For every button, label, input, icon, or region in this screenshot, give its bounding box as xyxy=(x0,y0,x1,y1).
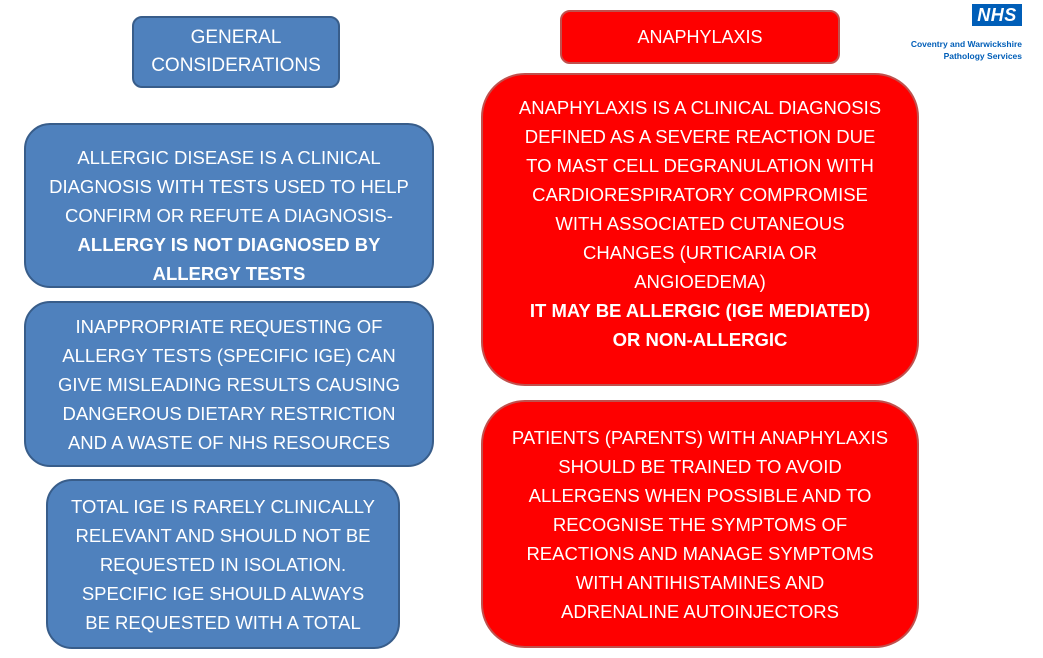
text-line: CARDIORESPIRATORY COMPROMISE xyxy=(532,184,868,205)
text-line: WITH ASSOCIATED CUTANEOUS xyxy=(555,213,845,234)
text-line: DANGEROUS DIETARY RESTRICTION xyxy=(62,402,396,424)
text-line: RELEVANT AND SHOULD NOT BE xyxy=(75,524,371,546)
anaphylaxis-title: ANAPHYLAXIS xyxy=(560,10,840,64)
bold-line: IT MAY BE ALLERGIC (IGE MEDIATED) xyxy=(529,300,871,321)
text-line: ANGIOEDEMA) xyxy=(634,271,766,292)
org-name: Coventry and Warwickshire Pathology Serv… xyxy=(911,38,1022,62)
general-considerations-title: GENERAL CONSIDERATIONS xyxy=(132,16,340,88)
inappropriate-requesting-box: INAPPROPRIATE REQUESTING OF ALLERGY TEST… xyxy=(24,301,434,467)
text-line: DIAGNOSIS WITH TESTS USED TO HELP xyxy=(49,176,409,197)
anaphylaxis-training-box: PATIENTS (PARENTS) WITH ANAPHYLAXIS SHOU… xyxy=(481,400,919,648)
org-line-2: Pathology Services xyxy=(943,51,1022,61)
text-line: REQUESTED IN ISOLATION. xyxy=(99,553,347,575)
total-ige-box: TOTAL IGE IS RARELY CLINICALLY RELEVANT … xyxy=(46,479,400,649)
text-line: GIVE MISLEADING RESULTS CAUSING xyxy=(58,373,400,395)
text-line: ANAPHYLAXIS IS A CLINICAL DIAGNOSIS xyxy=(518,97,882,118)
text-line: CONFIRM OR REFUTE A DIAGNOSIS- xyxy=(65,205,393,226)
text-line: WITH ANTIHISTAMINES AND xyxy=(575,571,825,593)
general-title-line-1: GENERAL xyxy=(190,27,282,48)
allergic-disease-box: ALLERGIC DISEASE IS A CLINICAL DIAGNOSIS… xyxy=(24,123,434,288)
text-line: ALLERGIC DISEASE IS A CLINICAL xyxy=(77,147,381,168)
text-line: BE REQUESTED WITH A TOTAL xyxy=(85,611,361,633)
general-title-line-2: CONSIDERATIONS xyxy=(151,55,321,76)
text-line: ALLERGENS WHEN POSSIBLE AND TO xyxy=(528,484,872,506)
nhs-logo: NHS xyxy=(972,4,1022,26)
text-line: INAPPROPRIATE REQUESTING OF xyxy=(75,315,383,337)
text-line: PATIENTS (PARENTS) WITH ANAPHYLAXIS xyxy=(511,426,889,448)
text-line: TO MAST CELL DEGRANULATION WITH xyxy=(526,155,874,176)
text-line: SPECIFIC IGE SHOULD ALWAYS xyxy=(81,582,365,604)
text-line: ADRENALINE AUTOINJECTORS xyxy=(561,600,839,622)
bold-line: ALLERGY IS NOT DIAGNOSED BY xyxy=(77,234,381,255)
anaphylaxis-title-text: ANAPHYLAXIS xyxy=(637,26,763,47)
bold-line: ALLERGY TESTS xyxy=(152,263,306,284)
text-line: CHANGES (URTICARIA OR xyxy=(582,242,818,263)
text-line: DEFINED AS A SEVERE REACTION DUE xyxy=(524,126,876,147)
text-line: AND A WASTE OF NHS RESOURCES xyxy=(67,431,391,453)
text-line: RECOGNISE THE SYMPTOMS OF xyxy=(552,513,848,535)
bold-line: OR NON-ALLERGIC xyxy=(612,329,788,350)
text-line: SHOULD BE TRAINED TO AVOID xyxy=(558,455,842,477)
text-line: ALLERGY TESTS (SPECIFIC IGE) CAN xyxy=(62,344,396,366)
anaphylaxis-definition-box: ANAPHYLAXIS IS A CLINICAL DIAGNOSIS DEFI… xyxy=(481,73,919,386)
org-line-1: Coventry and Warwickshire xyxy=(910,39,1022,49)
text-line: REACTIONS AND MANAGE SYMPTOMS xyxy=(526,542,874,564)
text-line: TOTAL IGE IS RARELY CLINICALLY xyxy=(71,495,375,517)
